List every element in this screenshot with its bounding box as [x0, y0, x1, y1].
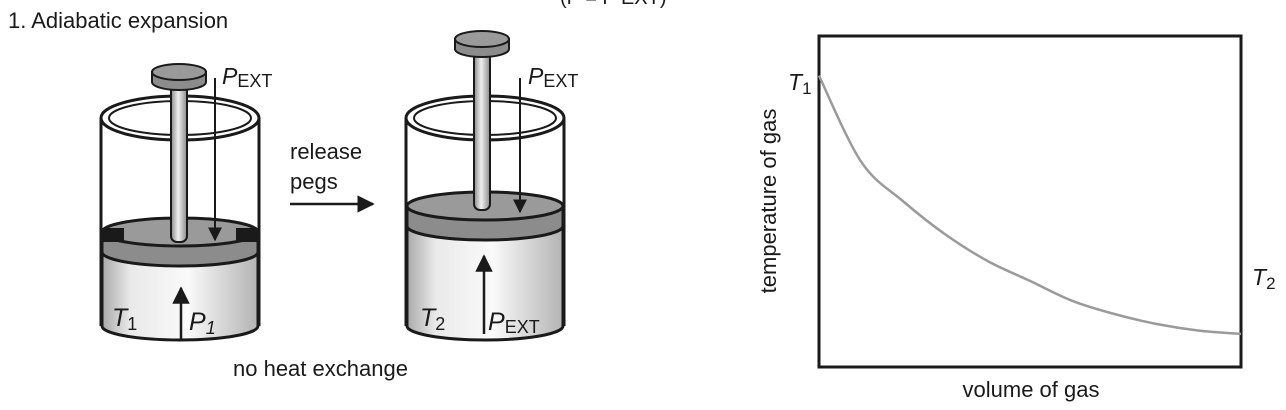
- left-p1-label: P1: [189, 308, 216, 338]
- left-peg: [100, 228, 124, 242]
- right-piston-rod: [473, 49, 491, 211]
- chart-start-label: T1: [788, 69, 812, 98]
- left-cylinder: [99, 63, 261, 342]
- temperature-volume-chart: T1 T2 volume of gas temperature of gas: [756, 34, 1276, 402]
- right-pext-gas-label: PEXT: [488, 308, 540, 337]
- section-heading: 1. Adiabatic expansion: [8, 8, 228, 33]
- transition-line2: pegs: [290, 169, 338, 194]
- right-pext-label: PEXT: [528, 63, 578, 91]
- left-piston-rod: [170, 81, 188, 243]
- chart-frame: [817, 34, 1243, 369]
- right-cylinder: [404, 30, 566, 342]
- transition-line1: release: [290, 139, 362, 164]
- chart-series-line: [817, 75, 1242, 336]
- right-t2-label: T2: [420, 304, 445, 334]
- chart-end-label: T2: [1252, 264, 1276, 293]
- chart-x-axis-label: volume of gas: [963, 377, 1100, 402]
- chart-y-axis-label: temperature of gas: [756, 109, 781, 294]
- left-knob-top: [151, 63, 207, 81]
- left-t1-label: T1: [112, 304, 137, 334]
- right-peg: [236, 228, 260, 242]
- cut-off-equation: (P = P EXT): [560, 0, 667, 9]
- caption-no-heat-exchange: no heat exchange: [233, 356, 408, 381]
- right-knob-top: [454, 30, 510, 48]
- left-pext-label: PEXT: [222, 63, 272, 91]
